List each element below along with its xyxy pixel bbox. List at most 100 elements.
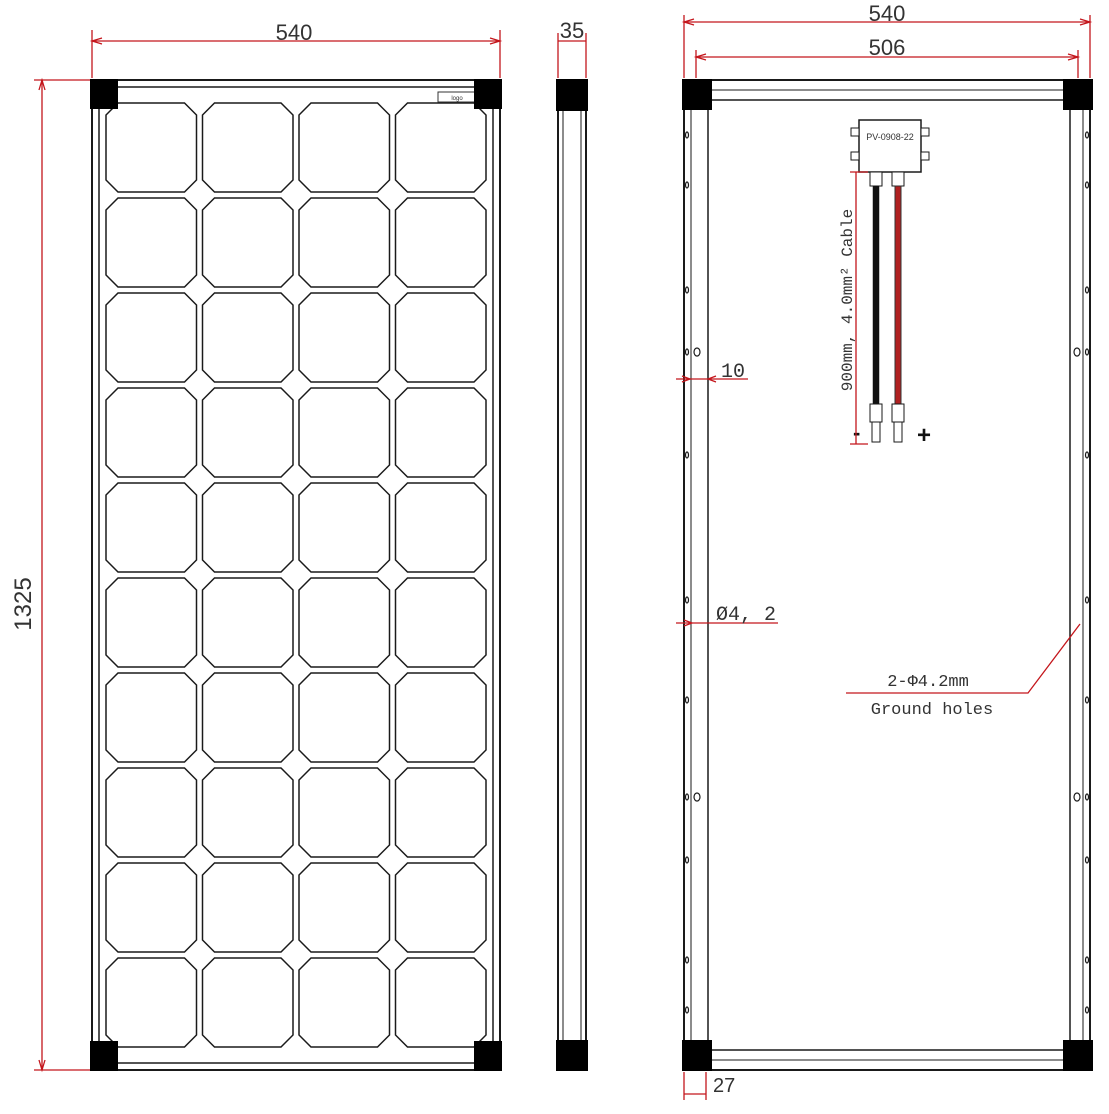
cables: [869, 185, 905, 443]
mounting-hole: [693, 347, 701, 357]
slot-hole: [1084, 131, 1090, 139]
front-width-label: 540: [276, 20, 313, 45]
side-thickness-dimension: [557, 33, 587, 78]
corner-bracket: [1063, 79, 1093, 110]
solar-cell: [105, 672, 198, 763]
corner-bracket: [682, 1040, 712, 1071]
front-frame-inner: [98, 86, 494, 1064]
solar-cell: [105, 862, 198, 953]
solar-cell: [394, 292, 487, 383]
mounting-hole: [1073, 347, 1081, 357]
solar-cell: [201, 102, 294, 193]
slot-hole: [1084, 696, 1090, 704]
solar-cell: [201, 197, 294, 288]
plus-label: +: [917, 422, 931, 449]
slot-hole: [1084, 451, 1090, 459]
slot-hole: [684, 856, 690, 864]
ground-holes-leader: [846, 623, 1081, 694]
solar-cell: [105, 482, 198, 573]
hole-diameter-label: Ø4, 2: [716, 604, 776, 627]
solar-cell: [201, 672, 294, 763]
slot-hole: [684, 181, 690, 189]
solar-cell: [201, 292, 294, 383]
corner-bracket: [474, 1041, 502, 1071]
rear-outer-width-label: 540: [869, 1, 906, 26]
solar-cell: [105, 387, 198, 478]
solar-cell: [394, 197, 487, 288]
solar-cell: [394, 102, 487, 193]
mounting-hole: [693, 792, 701, 802]
corner-bracket: [682, 79, 712, 110]
corner-bracket: [90, 1041, 118, 1071]
slot-hole: [1084, 856, 1090, 864]
cable-gland: [891, 171, 905, 187]
slot-hole: [684, 131, 690, 139]
junction-box-tab: [920, 151, 930, 161]
solar-cell: [298, 672, 391, 763]
solar-cell: [105, 957, 198, 1048]
side-frame: [557, 79, 587, 1071]
solar-cell: [394, 672, 487, 763]
positive-connector: [891, 403, 905, 423]
slot-hole: [684, 596, 690, 604]
slot-hole: [684, 1006, 690, 1014]
slot-hole: [1084, 181, 1090, 189]
junction-box: PV-0908-22: [850, 119, 930, 187]
minus-label: -: [853, 420, 860, 445]
junction-box-tab: [850, 151, 860, 161]
ground-hole-desc-label: Ground holes: [871, 701, 993, 720]
front-frame-outer: [91, 79, 501, 1071]
solar-cell: [394, 387, 487, 478]
slot-hole: [1084, 348, 1090, 356]
side-view: [556, 79, 588, 1071]
side-end-cap: [556, 1040, 588, 1071]
solar-cell: [201, 767, 294, 858]
logo-label: logo: [451, 96, 463, 102]
side-end-cap: [556, 79, 588, 111]
rail-dimension: [676, 375, 748, 383]
rear-view: [682, 79, 1093, 1071]
solar-cell: [394, 957, 487, 1048]
front-view: logo: [90, 79, 502, 1071]
solar-cell: [298, 102, 391, 193]
mounting-holes: [684, 131, 1090, 1014]
rear-frame-inner: [707, 99, 1071, 1051]
slot-hole: [1084, 1006, 1090, 1014]
slot-hole: [684, 451, 690, 459]
solar-cell: [105, 767, 198, 858]
slot-hole: [1084, 596, 1090, 604]
solar-cell: [201, 482, 294, 573]
solar-cell: [298, 577, 391, 668]
solar-cell: [298, 957, 391, 1048]
corner-bracket: [90, 79, 118, 109]
solar-cell: [394, 862, 487, 953]
solar-cell: [201, 957, 294, 1048]
side-thickness-label: 35: [560, 18, 584, 43]
mounting-hole: [1073, 792, 1081, 802]
junction-box-tab: [850, 127, 860, 137]
bottom-rail-dimension: [683, 1072, 707, 1100]
solar-cell: [201, 862, 294, 953]
positive-connector: [893, 421, 903, 443]
slot-hole: [1084, 793, 1090, 801]
solar-cell: [394, 577, 487, 668]
positive-cable: [894, 185, 902, 405]
slot-hole: [1084, 286, 1090, 294]
solar-cell: [298, 767, 391, 858]
slot-hole: [684, 956, 690, 964]
rear-frame-outer: [683, 79, 1091, 1071]
bottom-rail-label: 27: [713, 1075, 735, 1097]
solar-cell: [105, 292, 198, 383]
negative-connector: [871, 421, 881, 443]
solar-cell: [298, 387, 391, 478]
slot-hole: [684, 793, 690, 801]
junction-box-tab: [920, 127, 930, 137]
solar-cell: [201, 577, 294, 668]
hole-diameter-dimension: [676, 619, 778, 627]
solar-cell: [105, 197, 198, 288]
solar-cell: [298, 482, 391, 573]
corner-bracket: [1063, 1040, 1093, 1071]
junction-box-body: [858, 119, 922, 173]
